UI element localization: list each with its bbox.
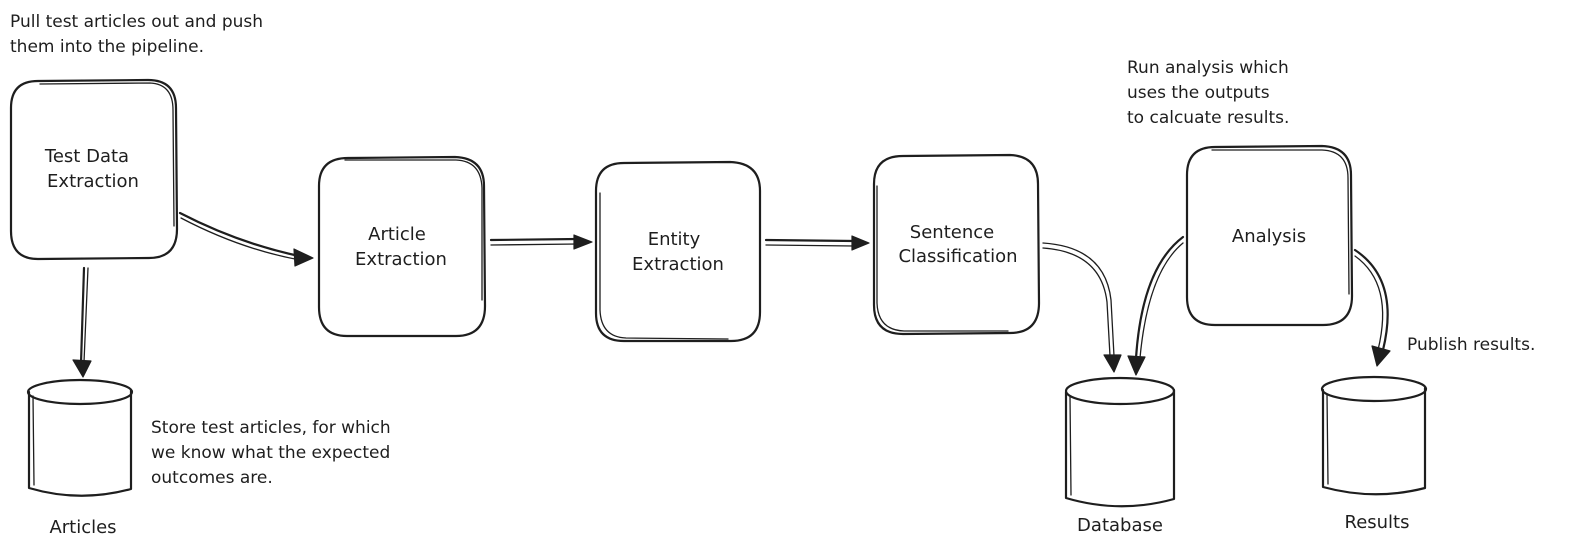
- note-run-line-1: Run analysis which: [1127, 58, 1289, 78]
- entity-extraction-label-1: Entity: [648, 229, 701, 250]
- note-run-analysis: Run analysis which uses the outputs to c…: [1127, 58, 1289, 128]
- note-pull-articles: Pull test articles out and push them int…: [10, 12, 263, 57]
- sentence-classification-box: [872, 153, 1041, 336]
- sentence-classification-sketch: [876, 185, 1009, 332]
- test-data-extraction-label-1: Test Data: [44, 146, 129, 167]
- articles-label: Articles: [49, 517, 116, 538]
- articles-cylinder-body: [27, 388, 133, 497]
- entity-extraction-label-2: Extraction: [632, 254, 724, 275]
- note-run-line-3: to calcuate results.: [1127, 108, 1289, 128]
- note-run-line-2: uses the outputs: [1127, 83, 1270, 103]
- note-store-line-3: outcomes are.: [151, 468, 273, 488]
- results-cylinder-sketch: [1326, 393, 1329, 485]
- article-extraction-sketch: [344, 159, 483, 301]
- note-store-articles: Store test articles, for which we know w…: [151, 418, 391, 488]
- store-results: Results: [1320, 375, 1428, 533]
- note-publish-results: Publish results.: [1407, 335, 1535, 355]
- test-data-extraction-box: [9, 78, 179, 261]
- analysis-sketch: [1211, 149, 1350, 295]
- article-extraction-label-2: Extraction: [355, 249, 447, 270]
- node-article-extraction: Article Extraction: [317, 155, 487, 338]
- analysis-box: [1185, 144, 1354, 327]
- sentence-classification-label-1: Sentence: [910, 222, 994, 243]
- results-label: Results: [1345, 512, 1410, 533]
- node-sentence-classification: Sentence Classification: [872, 153, 1041, 336]
- note-publish-line-1: Publish results.: [1407, 335, 1535, 355]
- store-database: Database: [1064, 376, 1176, 536]
- arrow-entity-to-sentence: [764, 235, 870, 251]
- analysis-label: Analysis: [1232, 226, 1306, 247]
- arrow-analysis-to-database: [1127, 235, 1185, 376]
- database-cylinder-sketch: [1069, 395, 1072, 496]
- results-cylinder-body: [1321, 386, 1427, 496]
- arrow-article-to-entity: [489, 234, 593, 250]
- arrow-test-data-to-articles: [72, 266, 92, 378]
- sentence-classification-label-2: Classification: [898, 246, 1017, 267]
- entity-extraction-sketch: [599, 192, 729, 340]
- test-data-extraction-sketch: [39, 82, 175, 227]
- results-cylinder-top: [1320, 375, 1428, 403]
- arrow-analysis-to-results: [1353, 248, 1391, 367]
- articles-cylinder-sketch: [32, 395, 35, 486]
- node-entity-extraction: Entity Extraction: [594, 160, 762, 343]
- entity-extraction-box: [594, 160, 762, 343]
- articles-cylinder-top: [26, 378, 134, 406]
- database-cylinder-top: [1064, 376, 1176, 406]
- note-store-line-1: Store test articles, for which: [151, 418, 391, 438]
- database-label: Database: [1077, 515, 1163, 536]
- database-cylinder-body: [1064, 388, 1176, 508]
- node-analysis: Analysis: [1185, 144, 1354, 327]
- node-test-data-extraction: Test Data Extraction: [9, 78, 179, 261]
- arrow-test-data-to-article-extraction: [178, 211, 314, 267]
- store-articles: Articles: [26, 378, 134, 538]
- note-store-line-2: we know what the expected: [151, 443, 390, 463]
- note-pull-line-2: them into the pipeline.: [10, 37, 204, 57]
- arrow-sentence-to-database: [1042, 242, 1122, 373]
- test-data-extraction-label-2: Extraction: [47, 171, 139, 192]
- article-extraction-box: [317, 155, 487, 338]
- article-extraction-label-1: Article: [368, 224, 426, 245]
- note-pull-line-1: Pull test articles out and push: [10, 12, 263, 32]
